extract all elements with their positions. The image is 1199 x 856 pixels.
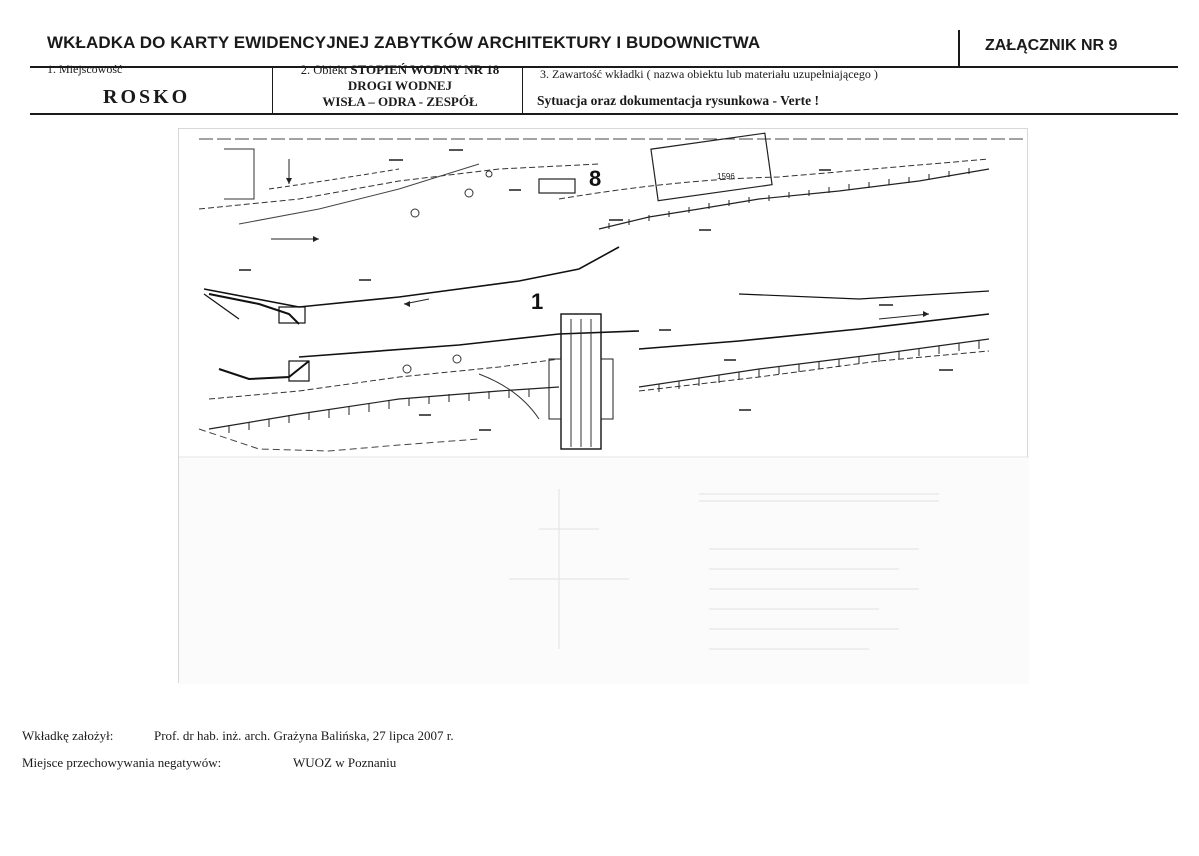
annex-number: ZAŁĄCZNIK NR 9 [985, 37, 1118, 54]
document-title: WKŁADKA DO KARTY EWIDENCYJNEJ ZABYTKÓW A… [47, 33, 761, 52]
locality-value: ROSKO [103, 86, 191, 108]
map-label-1: 1 [531, 289, 543, 314]
map-label-8: 8 [589, 166, 601, 191]
map-label-1596: 1596 [717, 172, 735, 181]
storage-value: WUOZ w Poznaniu [293, 755, 397, 770]
content-value: Sytuacja oraz dokumentacja rysunkowa - V… [537, 93, 819, 108]
field-divider-2 [522, 66, 523, 115]
object-prefix: 2. Obiekt [300, 63, 348, 77]
header-divider-vertical [958, 30, 960, 66]
site-plan-svg: 1 8 1596 [179, 132, 1029, 684]
object-field: 2. Obiekt STOPIEŃ WODNY NR 18 DROGI WODN… [280, 62, 520, 110]
author-label: Wkładkę założył: [22, 728, 114, 743]
site-plan-drawing: 1 8 1596 [178, 128, 1029, 684]
content-label: 3. Zawartość wkładki ( nazwa obiektu lub… [540, 67, 878, 81]
locality-label: 1. Miejscowość [47, 62, 123, 76]
object-line-1: 2. Obiekt STOPIEŃ WODNY NR 18 [280, 62, 520, 78]
object-line-3: WISŁA – ODRA - ZESPÓŁ [322, 94, 478, 109]
header-rule-bottom [30, 113, 1178, 115]
header-rule-top [30, 66, 1178, 68]
storage-label: Miejsce przechowywania negatywów: [22, 755, 222, 770]
object-name: STOPIEŃ WODNY NR 18 [350, 62, 500, 77]
field-divider-1 [272, 66, 273, 115]
author-value: Prof. dr hab. inż. arch. Grażyna Balińsk… [154, 728, 454, 743]
object-line-2: DROGI WODNEJ [347, 78, 453, 93]
